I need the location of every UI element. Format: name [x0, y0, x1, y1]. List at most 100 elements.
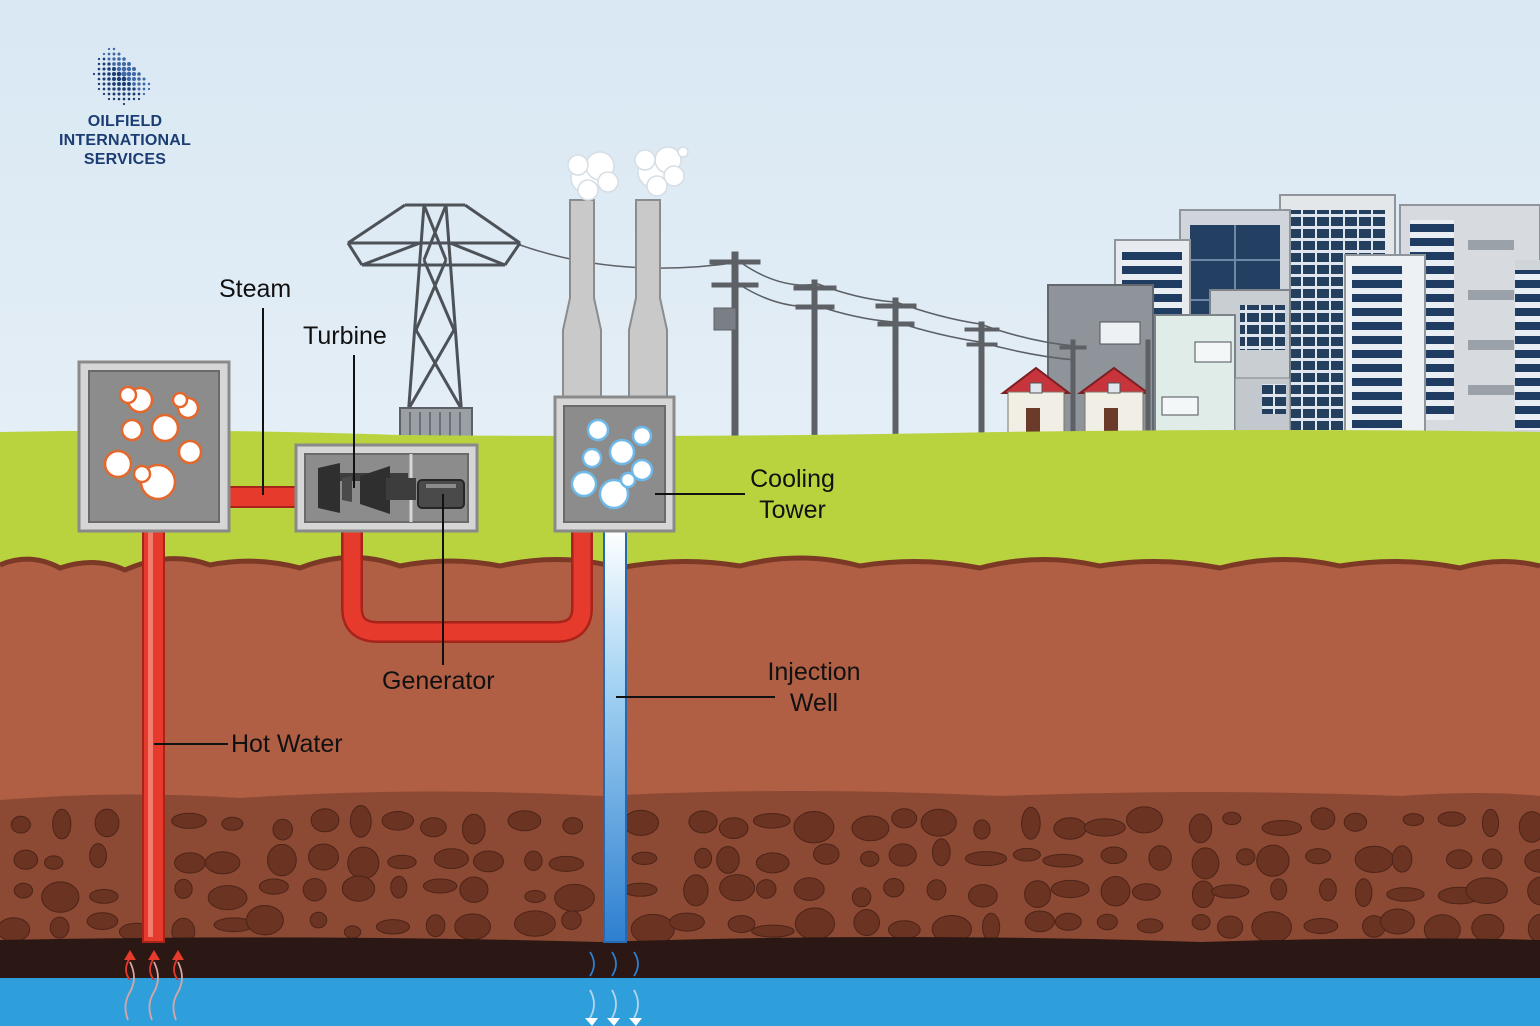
globe-dot	[122, 102, 126, 106]
rock	[89, 889, 119, 904]
globe-dot	[107, 67, 111, 71]
rock	[94, 808, 120, 838]
rock	[1319, 878, 1337, 902]
globe-dot	[121, 66, 127, 72]
rock	[1465, 877, 1508, 904]
rock	[49, 916, 70, 939]
rock	[968, 884, 998, 908]
rock	[422, 878, 458, 894]
rock	[1100, 876, 1131, 907]
rock	[1042, 853, 1084, 868]
globe-dot	[112, 67, 116, 71]
rock	[425, 914, 446, 938]
rock	[473, 850, 504, 873]
globe-dot	[97, 72, 101, 76]
rock	[718, 817, 749, 839]
globe-dot	[147, 87, 151, 91]
label-generator: Generator	[382, 667, 495, 695]
rock	[1148, 845, 1172, 871]
rock	[245, 905, 284, 936]
globe-dot	[112, 92, 116, 96]
rock	[341, 875, 376, 902]
rock	[623, 882, 658, 897]
rock	[1251, 911, 1292, 944]
rock	[1217, 915, 1244, 939]
rock	[1270, 878, 1288, 901]
rock	[44, 855, 64, 870]
brand-line-2: INTERNATIONAL	[58, 132, 192, 149]
rock	[751, 924, 795, 938]
globe-dot	[137, 72, 141, 76]
rock	[204, 851, 241, 875]
globe-dot	[112, 47, 116, 51]
label-injection-well: Injection Well	[760, 657, 868, 719]
label-cooling-line1: Cooling	[750, 465, 835, 493]
rock	[1096, 913, 1118, 931]
rock	[1261, 820, 1303, 836]
globe-dot	[132, 82, 136, 86]
rock	[514, 910, 556, 937]
rock	[258, 878, 289, 895]
heat-arrow-heads	[124, 950, 184, 960]
globe-dot	[102, 82, 106, 86]
rock	[343, 925, 362, 939]
house-left	[1000, 366, 1072, 435]
rock	[887, 920, 921, 940]
rock	[1482, 848, 1503, 870]
globe-dot	[97, 57, 101, 61]
globe-dot	[127, 97, 131, 101]
globe-dot	[122, 87, 126, 91]
globe-dot	[126, 71, 132, 77]
rock	[507, 810, 542, 832]
globe-dot	[126, 76, 132, 82]
rock	[13, 882, 34, 899]
rock	[459, 876, 489, 903]
rock	[10, 815, 31, 834]
globe-dot	[97, 62, 101, 66]
globe-dot	[116, 71, 122, 77]
label-cooling-line2: Tower	[759, 496, 826, 524]
rock	[727, 915, 756, 934]
rock	[1437, 811, 1466, 827]
rock	[420, 817, 447, 838]
rocks	[0, 805, 1540, 946]
utility-poles	[519, 244, 1151, 439]
label-steam: Steam	[219, 275, 292, 303]
rock	[390, 875, 408, 899]
rock	[221, 816, 244, 831]
globe-dot	[107, 77, 111, 81]
rock	[793, 877, 825, 901]
bedrock-layer	[0, 937, 1540, 985]
globe-dot	[117, 57, 121, 61]
globe-dot	[122, 57, 126, 61]
globe-dot	[112, 57, 116, 61]
steam-clouds	[567, 146, 689, 201]
rock	[267, 843, 297, 877]
rock	[752, 813, 791, 829]
globe-dot	[132, 97, 136, 101]
globe-dot	[147, 82, 151, 86]
rock	[623, 809, 659, 836]
rock	[1191, 880, 1215, 909]
rock	[719, 874, 756, 902]
rock	[52, 808, 72, 840]
rock	[207, 885, 248, 911]
rock	[1012, 847, 1041, 862]
rock	[308, 843, 339, 871]
rock	[888, 843, 917, 867]
cold-arrows	[589, 951, 639, 1019]
globe-dot	[107, 82, 111, 86]
globe-dot	[117, 62, 121, 66]
rock	[891, 808, 918, 829]
globe-dot	[97, 82, 101, 86]
globe-dot	[112, 97, 116, 101]
globe-dot	[127, 87, 131, 91]
rock	[1355, 878, 1373, 907]
globe-dot	[137, 87, 141, 91]
rock	[524, 890, 546, 903]
rock	[1136, 918, 1164, 934]
globe-dot	[121, 81, 127, 87]
rock	[688, 810, 718, 834]
rock	[1100, 846, 1128, 865]
rock	[1386, 887, 1425, 902]
